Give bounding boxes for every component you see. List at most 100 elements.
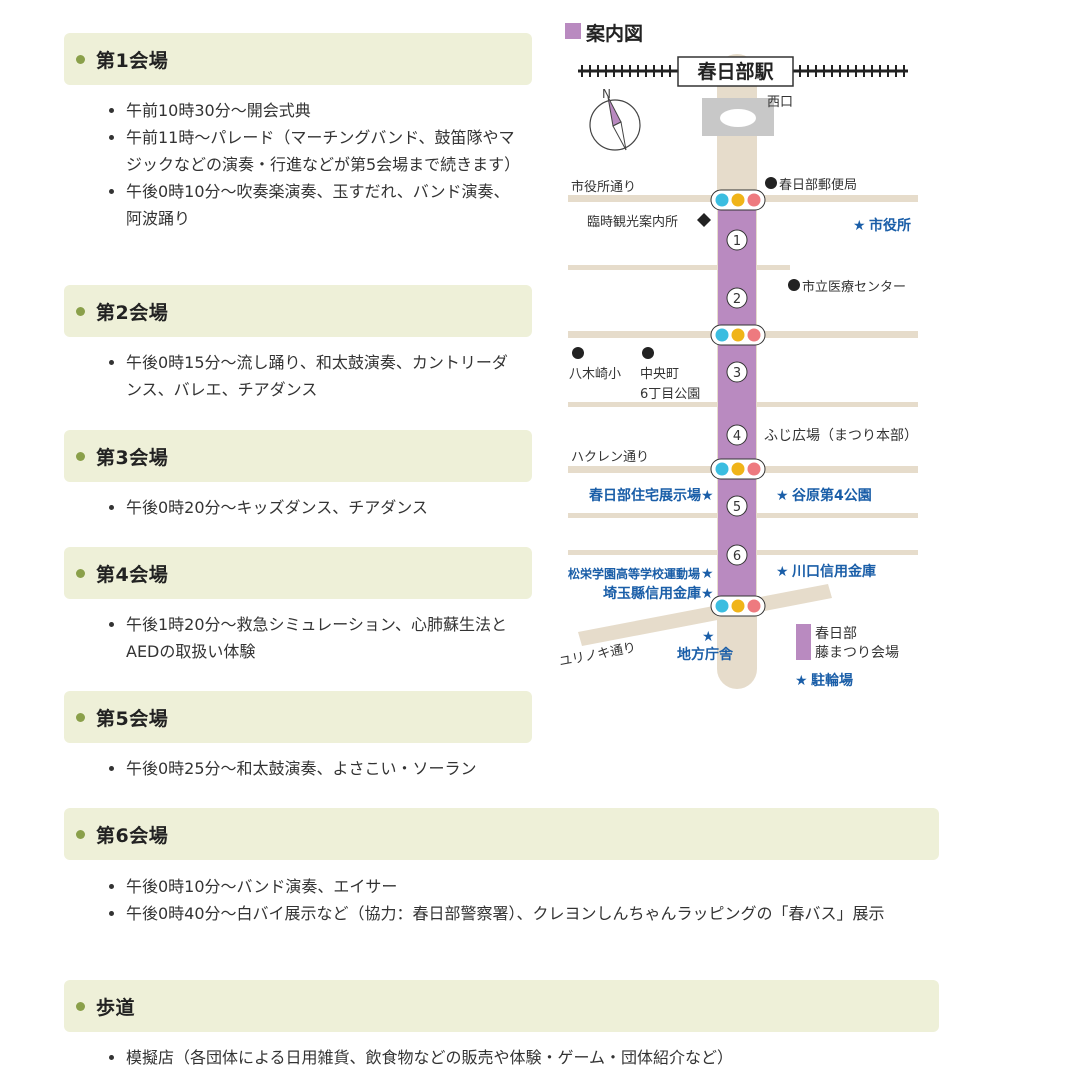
star-marker-icon: ★ — [701, 566, 714, 582]
plaza-roundabout — [720, 109, 756, 127]
venue-2-list: 午後0時15分～流し踊り、和太鼓演奏、カントリーダンス、バレエ、チアダンス — [104, 349, 521, 403]
svg-text:5: 5 — [733, 500, 741, 515]
landmark-housing-park: 春日部住宅展示場 — [588, 487, 701, 504]
street-yurinoki — [578, 584, 832, 646]
street-label-hakuren: ハクレン通り — [571, 450, 649, 465]
fuji-hiroba-label: ふじ広場（まつり本部） — [764, 428, 918, 444]
venue-4-list: 午後1時20分～救急シミュレーション、心肺蘇生法とAEDの取扱い体験 — [104, 611, 521, 665]
venue-6-list: 午後0時10分～バンド演奏、エイサー 午後0時40分～白バイ展示など（協力：春日… — [104, 873, 941, 927]
venue-1-header: 第1会場 — [64, 33, 532, 85]
venue-3-header: 第3会場 — [64, 430, 532, 482]
landmark-kawaguchi-bank: 川口信用金庫 — [791, 563, 876, 580]
bullet-dot-icon — [76, 712, 85, 722]
guide-map: 案内図 春日部駅 西口 N — [560, 14, 940, 714]
bullet-dot-icon — [76, 829, 85, 839]
station-box — [677, 56, 794, 87]
bullet-dot-icon — [76, 306, 85, 316]
list-item: 午後0時25分～和太鼓演奏、よさこい・ソーラン — [126, 755, 546, 782]
diamond-marker-icon — [697, 213, 711, 227]
venue-marker-6: 6 — [726, 544, 748, 566]
landmark-post-office: 春日部郵便局 — [779, 178, 857, 193]
venue-title: 第2会場 — [96, 301, 169, 324]
list-item: 午後0時10分～バンド演奏、エイサー — [126, 873, 941, 900]
dot-marker-icon — [572, 347, 584, 359]
landmark-local-office: 地方庁舎 — [677, 646, 734, 663]
svg-text:4: 4 — [733, 429, 741, 444]
list-item: 午後1時20分～救急シミュレーション、心肺蘇生法とAEDの取扱い体験 — [126, 611, 521, 665]
landmark-bike-parking: 駐輪場 — [811, 672, 853, 689]
venue-marker-2: 2 — [726, 287, 748, 309]
list-item: 午後0時40分～白バイ展示など（協力：春日部警察署）、クレヨンしんちゃんラッピン… — [126, 900, 941, 927]
venue-title: 歩道 — [96, 996, 136, 1019]
bullet-dot-icon — [76, 568, 85, 578]
sidewalk-header: 歩道 — [64, 980, 939, 1032]
venue-5-header: 第5会場 — [64, 691, 532, 743]
list-item: 模擬店（各団体による日用雑貨、飲食物などの販売や体験・ゲーム・団体紹介など） — [126, 1044, 941, 1071]
station-name: 春日部駅 — [697, 60, 774, 83]
traffic-light-icon — [710, 324, 766, 346]
landmark-saitama-bank: 埼玉縣信用金庫 — [603, 585, 701, 602]
west-exit-label: 西口 — [767, 95, 793, 110]
street-label-shiyakusho: 市役所通り — [571, 179, 636, 195]
legend-label-1: 春日部 — [815, 626, 857, 642]
venue-title: 第5会場 — [96, 707, 169, 730]
star-marker-icon: ★ — [701, 586, 714, 602]
star-marker-icon: ★ — [853, 218, 866, 234]
venue-marker-1: 1 — [726, 229, 748, 251]
landmark-yawara-park: 谷原第4公園 — [792, 487, 872, 504]
street-minor — [568, 402, 718, 407]
bullet-dot-icon — [76, 1001, 85, 1011]
venue-title: 第6会場 — [96, 824, 169, 847]
street-minor — [756, 402, 918, 407]
dot-marker-icon — [788, 279, 800, 291]
street-label-yurinoki: ユリノキ通り — [560, 640, 637, 670]
sidewalk-list: 模擬店（各団体による日用雑貨、飲食物などの販売や体験・ゲーム・団体紹介など） — [104, 1044, 941, 1071]
star-marker-icon: ★ — [702, 629, 715, 645]
venue-marker-5: 5 — [726, 495, 748, 517]
venue-3-list: 午後0時20分～キッズダンス、チアダンス — [104, 494, 521, 521]
landmark-city-hall: 市役所 — [869, 217, 911, 234]
star-marker-icon: ★ — [701, 488, 714, 504]
traffic-light-icon — [710, 189, 766, 211]
svg-text:3: 3 — [733, 366, 741, 381]
venue-marker-3: 3 — [726, 361, 748, 383]
star-marker-icon: ★ — [795, 673, 808, 689]
bullet-dot-icon — [76, 54, 85, 64]
guide-map-svg: 案内図 春日部駅 西口 N — [560, 22, 918, 689]
dot-marker-icon — [642, 347, 654, 359]
venue-title: 第1会場 — [96, 49, 169, 72]
venue-2-header: 第2会場 — [64, 285, 532, 337]
star-marker-icon: ★ — [776, 488, 789, 504]
landmark-chuo: 中央町 — [640, 367, 679, 382]
traffic-light-icon — [710, 595, 766, 617]
star-marker-icon: ★ — [776, 564, 789, 580]
compass-icon: N — [589, 87, 641, 151]
svg-text:1: 1 — [733, 234, 741, 249]
venue-5-list: 午後0時25分～和太鼓演奏、よさこい・ソーラン — [104, 755, 546, 782]
traffic-light-icon — [710, 458, 766, 480]
svg-text:2: 2 — [733, 292, 741, 307]
map-title: 案内図 — [585, 22, 643, 45]
venue-4-header: 第4会場 — [64, 547, 532, 599]
svg-text:6: 6 — [733, 549, 741, 564]
landmark-medical-center: 市立医療センター — [802, 279, 906, 295]
landmark-shoei-school: 松栄学園高等学校運動場 — [568, 566, 700, 581]
legend-label-2: 藤まつり会場 — [815, 645, 899, 661]
dot-marker-icon — [765, 177, 777, 189]
svg-text:N: N — [602, 87, 611, 101]
list-item: 午前10時30分～開会式典 — [126, 97, 521, 124]
list-item: 午後0時10分～吹奏楽演奏、玉すだれ、バンド演奏、阿波踊り — [126, 178, 521, 232]
venue-strip — [718, 200, 756, 606]
landmark-yagisaki: 八木崎小 — [569, 367, 621, 382]
street-minor — [568, 550, 718, 555]
info-center-label: 臨時観光案内所 — [587, 214, 678, 230]
landmark-park: 6丁目公園 — [640, 387, 700, 402]
venue-title: 第4会場 — [96, 563, 169, 586]
railway-ties — [581, 65, 905, 77]
list-item: 午後0時15分～流し踊り、和太鼓演奏、カントリーダンス、バレエ、チアダンス — [126, 349, 521, 403]
venue-marker-4: 4 — [726, 424, 748, 446]
list-item: 午前11時～パレード（マーチングバンド、鼓笛隊やマジックなどの演奏・行進などが第… — [126, 124, 521, 178]
venue-6-header: 第6会場 — [64, 808, 939, 860]
venue-title: 第3会場 — [96, 446, 169, 469]
street-minor — [568, 265, 790, 270]
